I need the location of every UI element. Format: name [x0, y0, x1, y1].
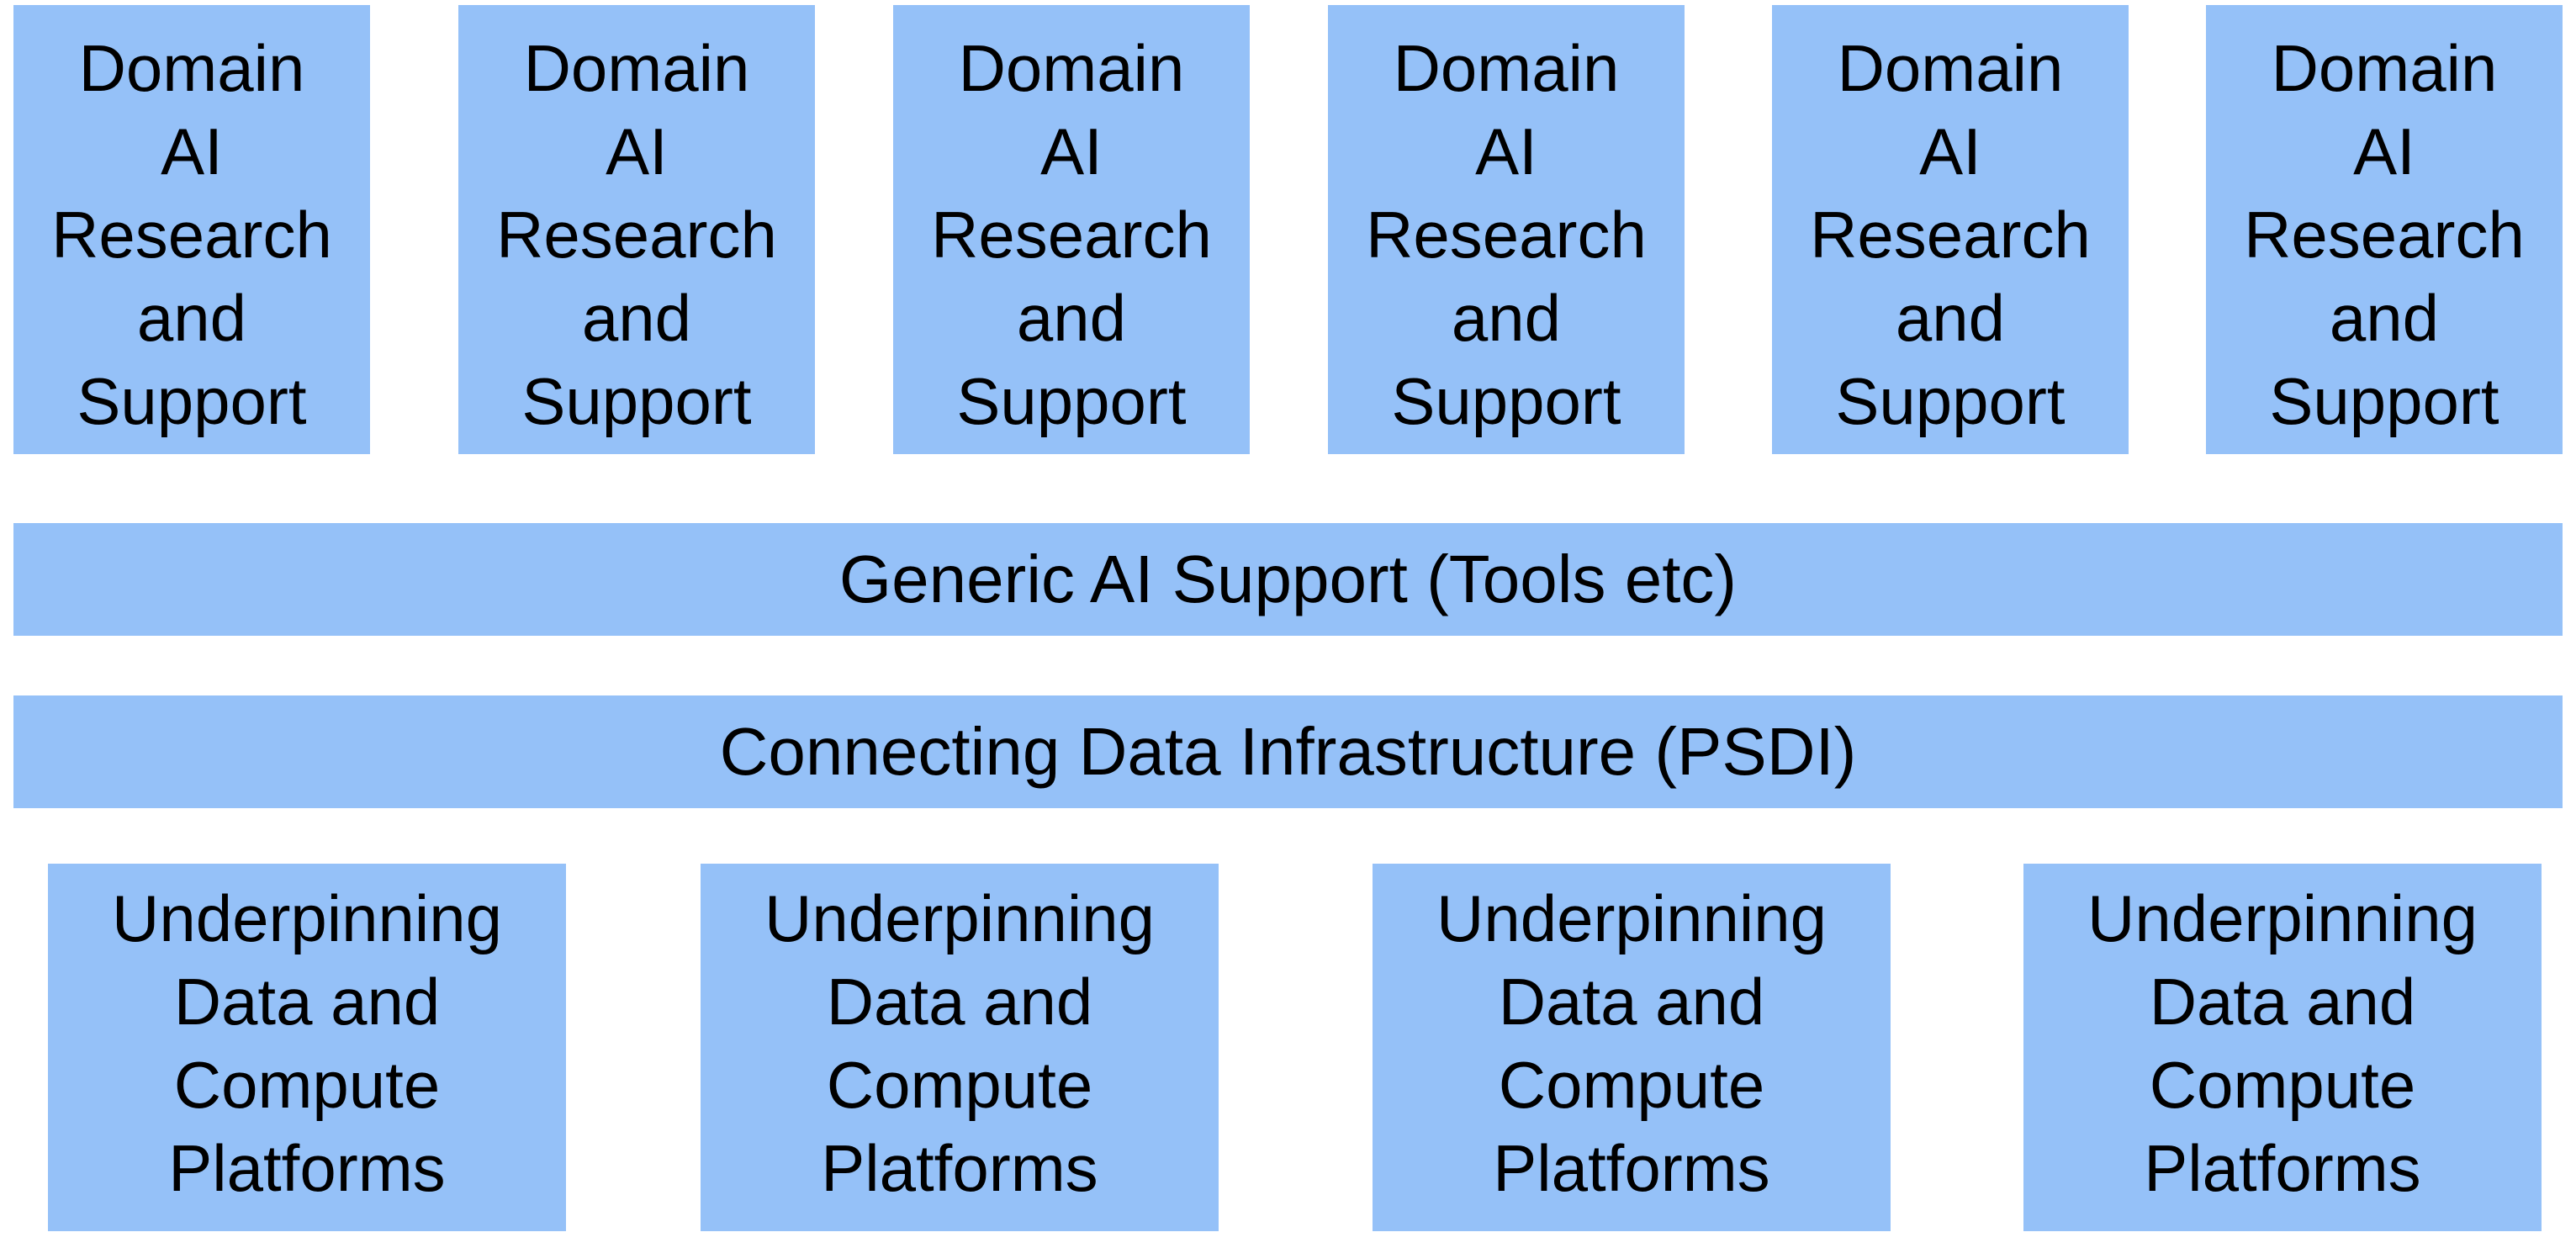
platform-box-label: Underpinning Data and Compute Platforms: [2087, 881, 2478, 1205]
platform-box-1: Underpinning Data and Compute Platforms: [48, 864, 566, 1231]
platform-box-label: Underpinning Data and Compute Platforms: [111, 881, 502, 1205]
domain-ai-box-1: Domain AI Research and Support: [13, 5, 370, 454]
domain-ai-box-label: Domain AI Research and Support: [51, 31, 332, 438]
generic-ai-support-band: Generic AI Support (Tools etc): [13, 523, 2563, 636]
domain-ai-box-label: Domain AI Research and Support: [1366, 31, 1647, 438]
domain-ai-box-4: Domain AI Research and Support: [1328, 5, 1685, 454]
platform-box-label: Underpinning Data and Compute Platforms: [764, 881, 1155, 1205]
domain-ai-box-6: Domain AI Research and Support: [2206, 5, 2563, 454]
domain-ai-box-2: Domain AI Research and Support: [458, 5, 815, 454]
generic-ai-support-label: Generic AI Support (Tools etc): [838, 542, 1738, 616]
domain-ai-box-3: Domain AI Research and Support: [893, 5, 1250, 454]
connecting-data-infrastructure-label: Connecting Data Infrastructure (PSDI): [719, 714, 1857, 789]
domain-ai-box-label: Domain AI Research and Support: [496, 31, 777, 438]
platform-box-label: Underpinning Data and Compute Platforms: [1436, 881, 1827, 1205]
domain-ai-box-label: Domain AI Research and Support: [2244, 31, 2525, 438]
platform-box-2: Underpinning Data and Compute Platforms: [701, 864, 1219, 1231]
connecting-data-infrastructure-band: Connecting Data Infrastructure (PSDI): [13, 695, 2563, 808]
platform-box-4: Underpinning Data and Compute Platforms: [2023, 864, 2542, 1231]
platform-box-3: Underpinning Data and Compute Platforms: [1373, 864, 1891, 1231]
domain-ai-box-5: Domain AI Research and Support: [1772, 5, 2129, 454]
domain-ai-box-label: Domain AI Research and Support: [1810, 31, 2091, 438]
domain-ai-box-label: Domain AI Research and Support: [931, 31, 1212, 438]
